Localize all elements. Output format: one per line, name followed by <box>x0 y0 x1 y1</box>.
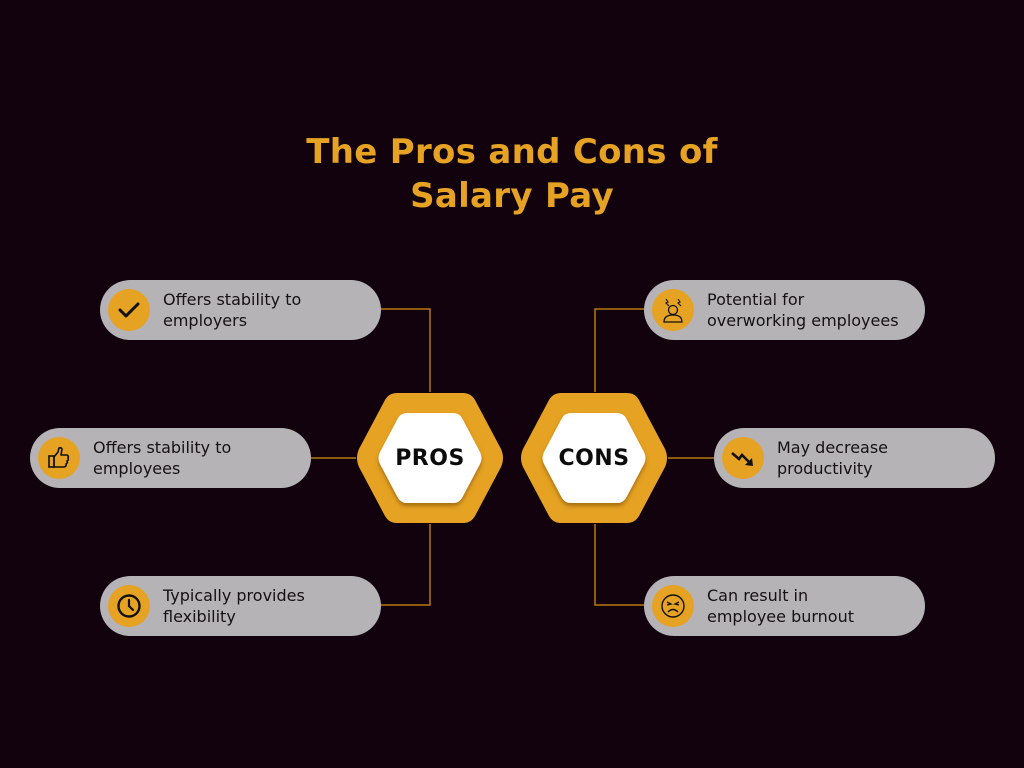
pros-item-label: Typically provides flexibility <box>163 586 305 626</box>
title-line-2: Salary Pay <box>410 176 614 216</box>
angry-face-icon <box>652 585 694 627</box>
checkmark-icon <box>108 289 150 331</box>
cons-hexagon: CONS <box>519 391 669 525</box>
cons-item-label: Can result in employee burnout <box>707 586 854 626</box>
pros-item-label: Offers stability to employers <box>163 290 302 330</box>
page-title: The Pros and Cons of Salary Pay <box>0 130 1024 218</box>
thumbs-up-icon <box>38 437 80 479</box>
pros-item-label: Offers stability to employees <box>93 438 232 478</box>
trend-down-icon <box>722 437 764 479</box>
pros-item-stability-employees: Offers stability to employees <box>30 428 311 488</box>
cons-item-label: Potential for overworking employees <box>707 290 899 330</box>
pros-item-stability-employers: Offers stability to employers <box>100 280 381 340</box>
clock-icon <box>108 585 150 627</box>
cons-item-overworking: Potential for overworking employees <box>644 280 925 340</box>
pros-item-flexibility: Typically provides flexibility <box>100 576 381 636</box>
cons-item-label: May decrease productivity <box>777 438 889 478</box>
cons-item-productivity: May decrease productivity <box>714 428 995 488</box>
cons-item-burnout: Can result in employee burnout <box>644 576 925 636</box>
pros-label: PROS <box>395 445 465 471</box>
cons-label: CONS <box>558 445 630 471</box>
stressed-person-icon <box>652 289 694 331</box>
title-line-1: The Pros and Cons of <box>306 132 718 172</box>
pros-hexagon: PROS <box>355 391 505 525</box>
